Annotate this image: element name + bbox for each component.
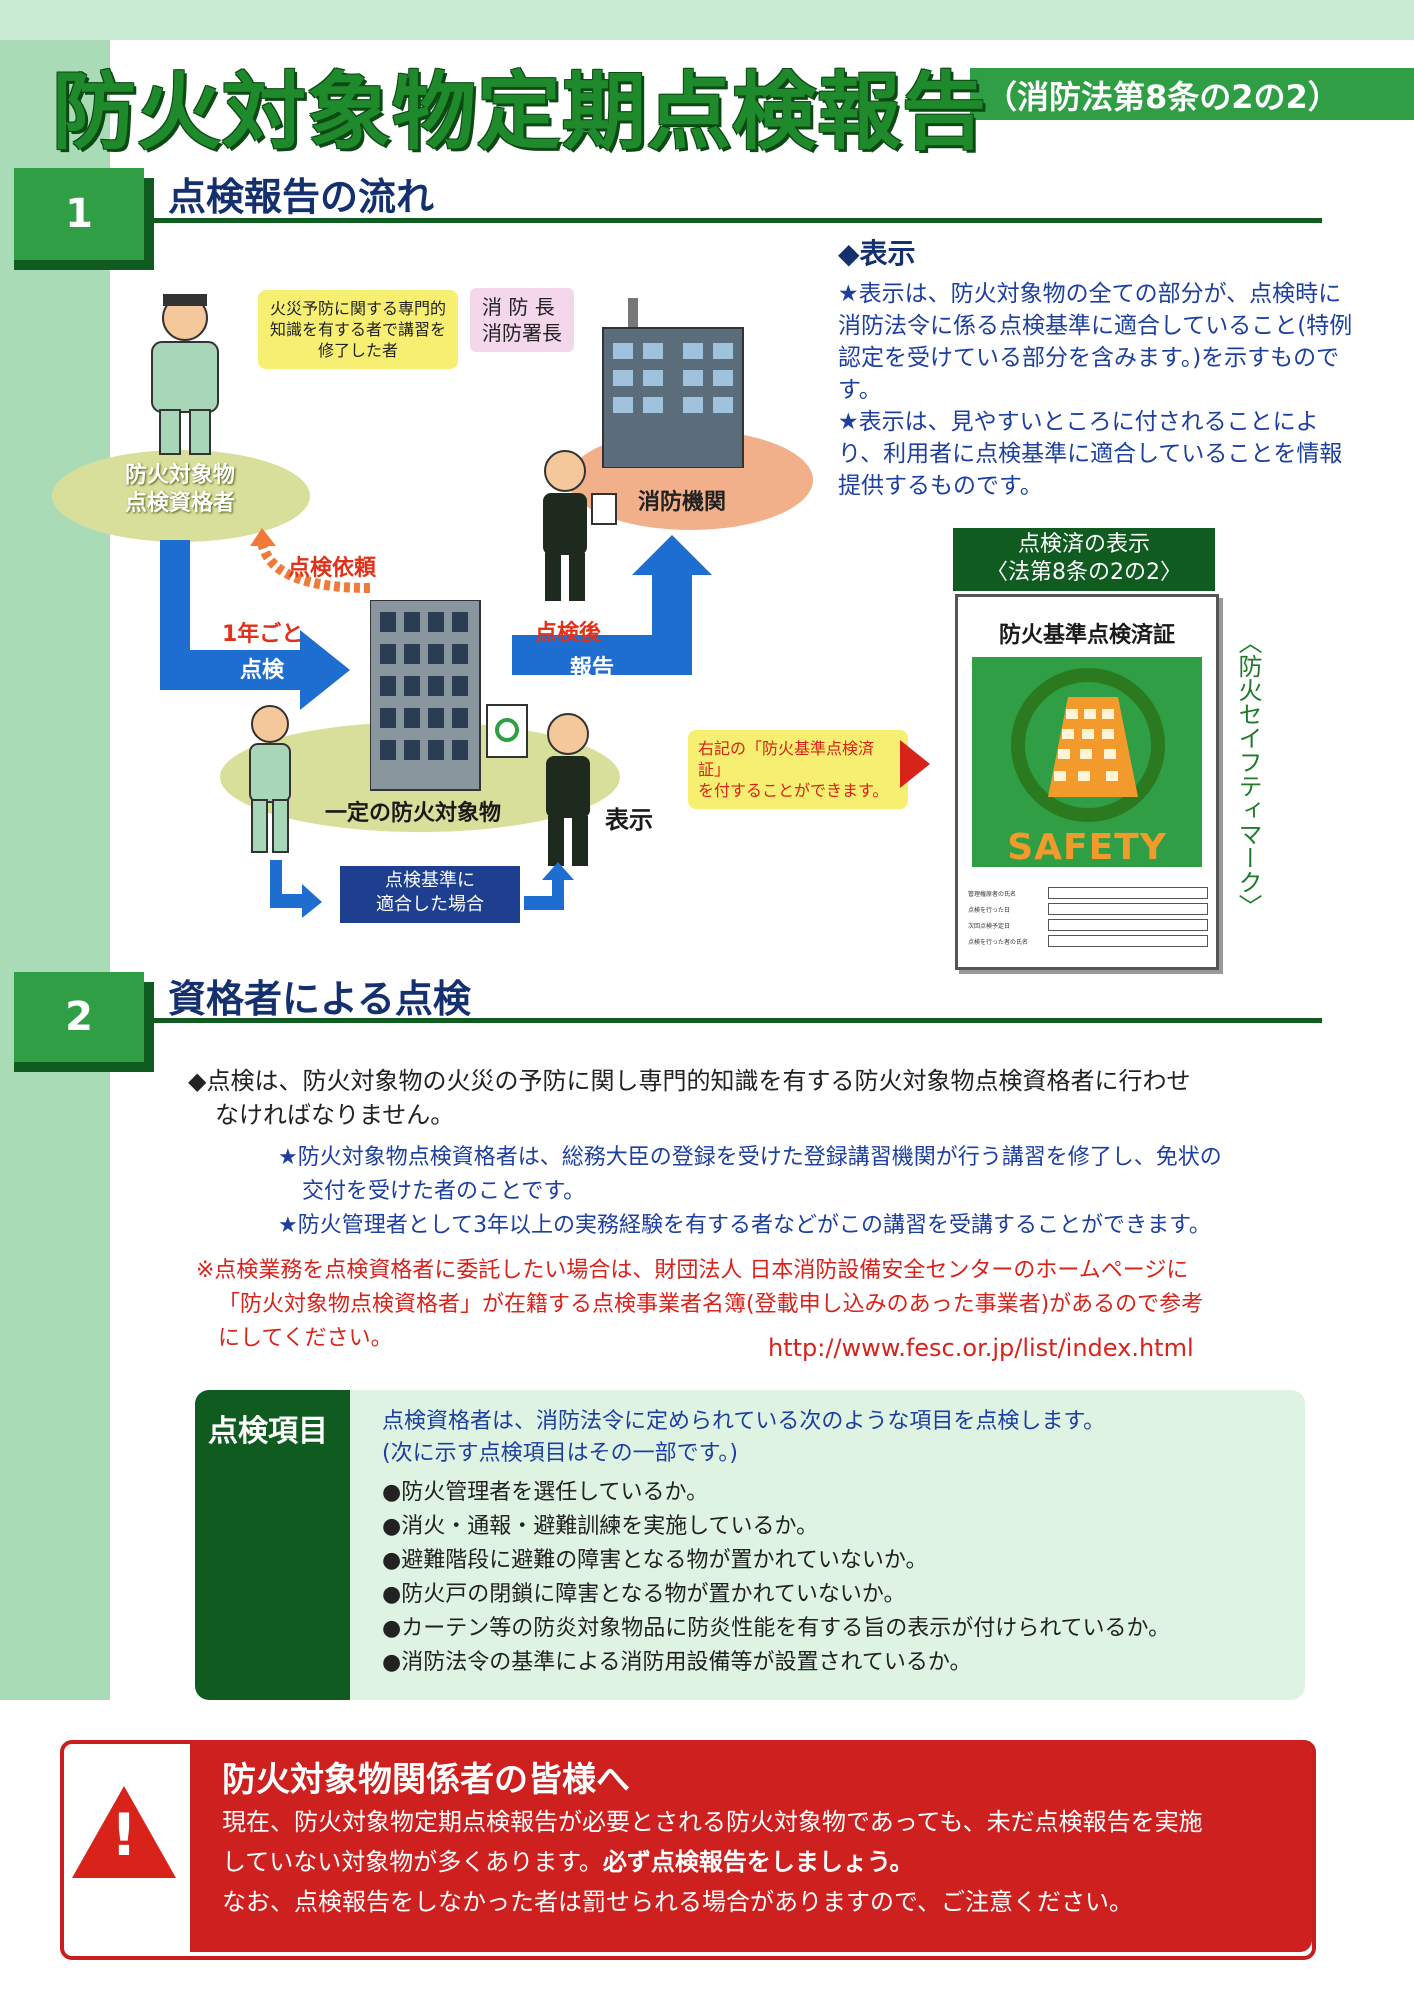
law-reference-band bbox=[970, 68, 1414, 120]
attach-arrow-icon bbox=[900, 740, 930, 788]
attach-callout-line1: 右記の「防火基準点検済証」 bbox=[698, 739, 875, 779]
inspection-item: ●消火・通報・避難訓練を実施しているか。 bbox=[382, 1514, 819, 1539]
inspector-with-clipboard-icon bbox=[249, 705, 291, 853]
section2-number: 2 bbox=[14, 972, 144, 1062]
small-safety-badge-icon bbox=[486, 704, 528, 758]
display-point-1: ★表示は、防火対象物の全ての部分が、点検時に消防法令に係る点検基準に適合している… bbox=[838, 281, 1353, 403]
fire-chief-line2: 消防署長 bbox=[482, 321, 562, 345]
fire-chief-line1: 消 防 長 bbox=[482, 295, 555, 319]
inspection-item: ●防火戸の閉鎖に障害となる物が置かれていないか。 bbox=[382, 1582, 906, 1607]
certificate-header: 点検済の表示 〈法第8条の2の2〉 bbox=[953, 528, 1215, 591]
qualifier-label-line2: 点検資格者 bbox=[124, 491, 235, 516]
section2-main-line2: なければなりません。 bbox=[215, 1101, 455, 1129]
report-flow-arrow-icon bbox=[512, 535, 712, 675]
inspection-items-heading: 点検項目 bbox=[208, 1414, 328, 1449]
left-decorative-band bbox=[0, 0, 110, 1700]
qualifier-label-line1: 防火対象物 bbox=[124, 463, 235, 488]
building-label: 一定の防火対象物 bbox=[325, 801, 502, 826]
inspection-items-panel bbox=[195, 1390, 1305, 1700]
compliance-right-arrow-icon bbox=[524, 862, 574, 910]
display-point-2: ★表示は、見やすいところに付されることにより、利用者に点検基準に適合していること… bbox=[838, 409, 1343, 499]
attach-callout: 右記の「防火基準点検済証」 を付することができます。 bbox=[688, 730, 908, 809]
compliance-line1: 点検基準に bbox=[385, 870, 475, 891]
fire-chief-badge: 消 防 長 消防署長 bbox=[470, 288, 574, 352]
section1-rule bbox=[150, 218, 1322, 223]
compliance-left-arrow-icon bbox=[270, 860, 322, 918]
safety-mark-icon bbox=[1011, 668, 1165, 822]
certificate-field: 次回点検予定日 bbox=[968, 917, 1208, 933]
inspection-item: ●避難階段に避難の障害となる物が置かれていないか。 bbox=[382, 1548, 928, 1573]
certificate-header-line1: 点検済の表示 bbox=[1017, 532, 1150, 557]
law-reference: （消防法第8条の2の2） bbox=[985, 78, 1340, 116]
certificate-header-line2: 〈法第8条の2の2〉 bbox=[986, 560, 1182, 585]
inspection-item: ●防火管理者を選任しているか。 bbox=[382, 1480, 709, 1505]
section2-star1-line1: ★防火対象物点検資格者は、総務大臣の登録を受けた登録講習機関が行う講習を修了し、… bbox=[278, 1145, 1222, 1170]
fire-agency-label: 消防機関 bbox=[638, 490, 727, 515]
qualifier-ellipse bbox=[52, 450, 310, 542]
inspection-items-list: ●防火管理者を選任しているか。 ●消火・通報・避難訓練を実施しているか。 ●避難… bbox=[382, 1476, 1170, 1680]
section2-note-line1: ※点検業務を点検資格者に委託したい場合は、財団法人 日本消防設備安全センターのホ… bbox=[196, 1258, 1189, 1283]
safety-logo-text: SAFETY bbox=[1007, 827, 1167, 868]
after-inspection-label: 点検後 bbox=[535, 621, 602, 646]
certificate-field: 点検を行った日 bbox=[968, 901, 1208, 917]
qualifier-callout: 火災予防に関する専門的知識を有する者で講習を修了した者 bbox=[258, 290, 458, 369]
section2-title: 資格者による点検 bbox=[168, 977, 471, 1021]
safety-mark-vertical-label: 〈防火セイフティマーク〉 bbox=[1234, 630, 1262, 918]
inspection-items-intro-line2: (次に示す点検項目はその一部です。) bbox=[382, 1441, 738, 1466]
section1-title: 点検報告の流れ bbox=[168, 175, 435, 219]
section2-star2: ★防火管理者として3年以上の実務経験を有する者などがこの講習を受講することができ… bbox=[278, 1213, 1211, 1238]
request-label: 点検依頼 bbox=[288, 556, 377, 581]
office-building-icon bbox=[370, 600, 481, 791]
certificate-fields: 管理権原者の氏名 点検を行った日 次回点検予定日 点検を行った者の氏名 bbox=[968, 885, 1208, 949]
fire-station-building-icon bbox=[602, 298, 744, 468]
page-title: 防火対象物定期点検報告 bbox=[52, 63, 988, 161]
safety-certificate: 防火基準点検済証 SAFETY 管理権原者の氏名 点検を行った日 次回点検予定日… bbox=[955, 594, 1219, 970]
inspection-label: 点検 bbox=[240, 658, 285, 683]
top-decorative-band bbox=[0, 0, 1414, 40]
attach-callout-line2: を付することができます。 bbox=[698, 781, 889, 800]
inspection-items-heading-box bbox=[195, 1390, 350, 1700]
report-label: 報告 bbox=[570, 656, 615, 681]
compliance-box: 点検基準に 適合した場合 bbox=[340, 866, 520, 923]
inspector-person-icon bbox=[151, 294, 219, 455]
section1-number: 1 bbox=[14, 168, 144, 260]
warning-line1: 現在、防火対象物定期点検報告が必要とされる防火対象物であっても、未だ点検報告を実… bbox=[222, 1808, 1203, 1836]
warning-title: 防火対象物関係者の皆様へ bbox=[222, 1760, 630, 1800]
warning-red-panel bbox=[190, 1740, 1312, 1952]
report-document-icon bbox=[591, 493, 617, 525]
official-person-icon bbox=[543, 450, 587, 601]
warning-line2: していない対象物が多くあります。必ず点検報告をしましょう。 bbox=[222, 1842, 913, 1882]
section2-rule bbox=[150, 1018, 1322, 1023]
yearly-label: 1年ごと bbox=[222, 622, 304, 647]
request-arrow-icon bbox=[250, 528, 371, 593]
warning-line2-b: 必ず点検報告をしましょう。 bbox=[602, 1848, 914, 1876]
display-heading: ◆表示 bbox=[838, 237, 916, 270]
fesc-url-link[interactable]: http://www.fesc.or.jp/list/index.html bbox=[768, 1334, 1194, 1362]
inspection-item: ●カーテン等の防炎対象物品に防炎性能を有する旨の表示が付けられているか。 bbox=[382, 1616, 1171, 1641]
warning-line3: なお、点検報告をしなかった者は罰せられる場合がありますので、ご注意ください。 bbox=[222, 1888, 1134, 1916]
owner-person-icon bbox=[546, 713, 590, 866]
compliance-line2: 適合した場合 bbox=[376, 894, 484, 915]
section2-note-line2: 「防火対象物点検資格者」が在籍する点検事業者名簿(登載申し込みのあった事業者)が… bbox=[218, 1292, 1204, 1317]
inspection-item: ●消防法令の基準による消防用設備等が設置されているか。 bbox=[382, 1650, 972, 1675]
inspection-items-intro-line1: 点検資格者は、消防法令に定められている次のような項目を点検します。 bbox=[382, 1409, 1106, 1434]
warning-exclamation: ! bbox=[110, 1801, 138, 1869]
section2-star1-line2: 交付を受けた者のことです。 bbox=[302, 1179, 586, 1204]
warning-line2-a: していない対象物が多くあります。 bbox=[222, 1848, 603, 1876]
warning-triangle-icon bbox=[72, 1786, 176, 1878]
certificate-title: 防火基準点検済証 bbox=[998, 623, 1175, 648]
section2-note-line3: にしてください。 bbox=[218, 1326, 393, 1351]
certificate-field: 管理権原者の氏名 bbox=[968, 885, 1208, 901]
inspection-flow-arrow-icon bbox=[160, 540, 350, 710]
section2-main-line1: ◆点検は、防火対象物の火災の予防に関し専門的知識を有する防火対象物点検資格者に行… bbox=[188, 1067, 1191, 1095]
display-label: 表示 bbox=[605, 806, 653, 834]
certificate-field: 点検を行った者の氏名 bbox=[968, 933, 1208, 949]
